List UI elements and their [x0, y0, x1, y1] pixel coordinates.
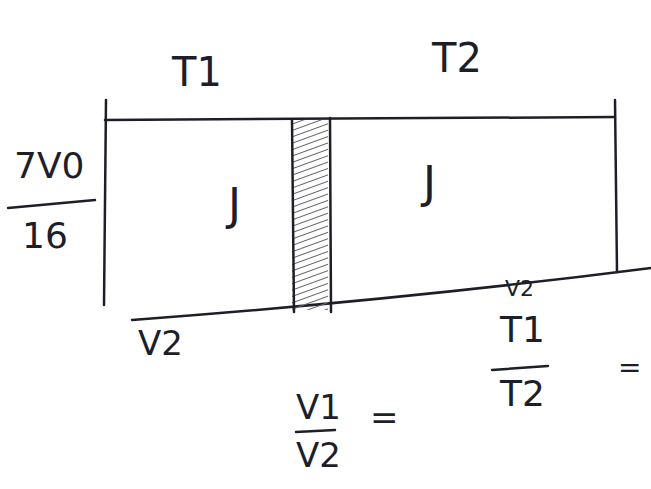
- sketch-label: V2: [296, 438, 341, 472]
- fraction-line: [8, 200, 95, 208]
- bottom-wall: [132, 268, 651, 320]
- sketch-label: V2: [505, 278, 534, 300]
- fraction-line: [296, 430, 335, 432]
- sketch-label: V1: [296, 390, 341, 424]
- fraction-line: [492, 366, 548, 370]
- piston: [292, 120, 328, 310]
- gas-mark: J: [228, 183, 241, 227]
- gas-mark: J: [423, 161, 436, 205]
- gas-compartment: J: [333, 121, 613, 281]
- sketch-label: =: [618, 354, 641, 382]
- sketch-label: T2: [432, 38, 482, 78]
- right-wall: [615, 100, 617, 272]
- piston-edge: [292, 120, 294, 312]
- sketch-label: T2: [500, 376, 545, 412]
- sketch-label: =: [370, 400, 399, 434]
- gas-compartment: J: [108, 123, 290, 308]
- top-wall: [105, 117, 615, 120]
- sketch-label: T1: [172, 52, 222, 92]
- left-wall: [104, 100, 106, 305]
- sketch-label: V2: [138, 326, 183, 360]
- sketch-label: 16: [22, 218, 68, 254]
- piston-edge: [330, 118, 331, 312]
- sketch-label: T1: [500, 312, 545, 348]
- sketch-label: 7V0: [14, 148, 84, 184]
